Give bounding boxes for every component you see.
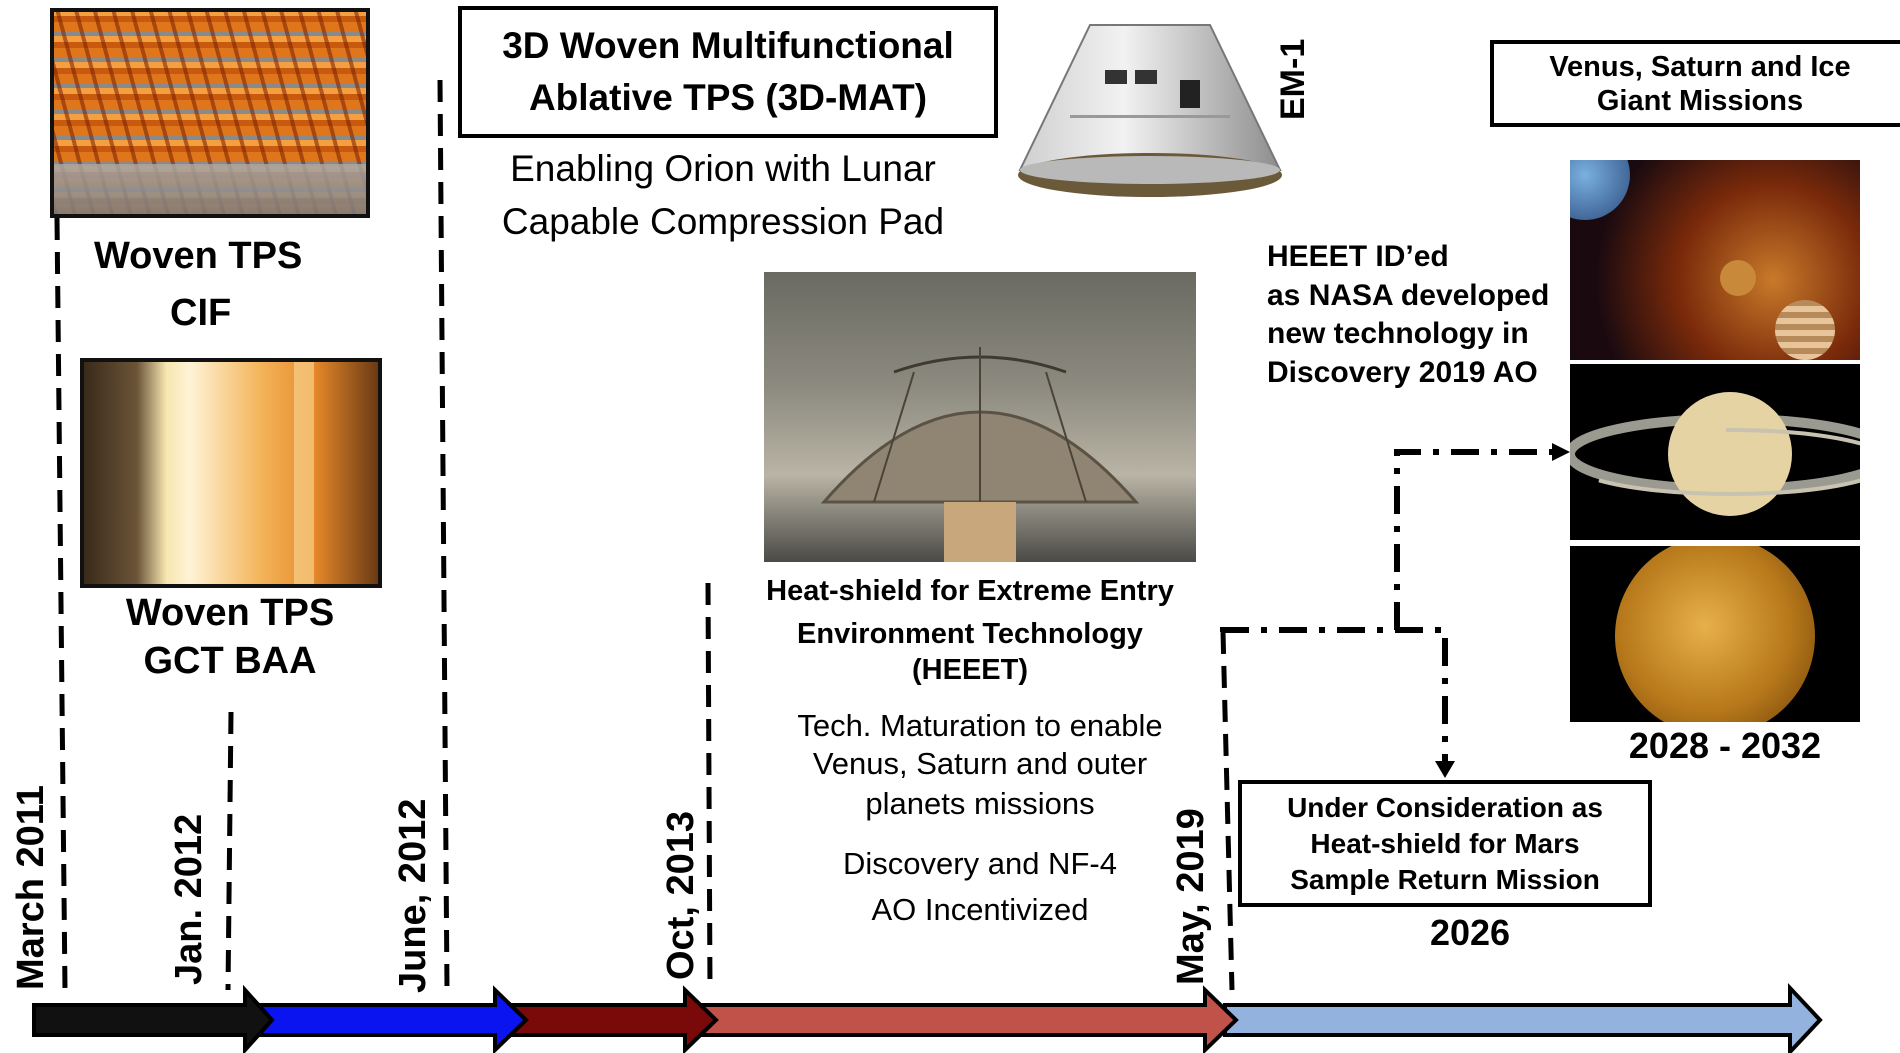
- dashed-line-oct-2013: [705, 582, 713, 991]
- venus-saturn-line2: Giant Missions: [1596, 84, 1804, 117]
- timeline-arrow-2: [246, 985, 529, 1053]
- dashed-line-may-2019: [1220, 631, 1235, 991]
- msr-line3: Sample Return Mission: [1290, 863, 1600, 895]
- solar-system-image: [1570, 160, 1860, 360]
- timeline-arrow-5: [1223, 982, 1823, 1053]
- heeet-description-line4: Discovery and NF-4: [843, 846, 1117, 881]
- mat3d-box-line1: 3D Woven Multifunctional: [502, 25, 954, 66]
- mat3d-description-line2: Capable Compression Pad: [501, 201, 945, 242]
- discovery-line2: as NASA developed: [1267, 279, 1550, 312]
- discovery-line4: Discovery 2019 AO: [1267, 356, 1538, 389]
- woven-gct-subtitle: GCT BAA: [143, 640, 317, 682]
- heeet-description-line5: AO Incentivized: [871, 892, 1089, 927]
- msr-year: 2026: [1429, 912, 1511, 953]
- saturn-image: [1570, 364, 1860, 540]
- em1-label: EM-1: [1274, 38, 1312, 120]
- mat3d-description-line1: Enabling Orion with Lunar: [510, 148, 936, 189]
- arrowhead-to-saturn: [1552, 443, 1570, 461]
- msr-line2: Heat-shield for Mars: [1310, 827, 1580, 859]
- date-label-june-2012: June, 2012: [392, 798, 434, 993]
- heeet-title-line1: Heat-shield for Extreme Entry: [766, 575, 1174, 607]
- date-label-jan-2012: Jan. 2012: [168, 813, 210, 985]
- heeet-title-line2: Environment Technology: [797, 618, 1143, 650]
- discovery-line1: HEEET ID’ed: [1267, 240, 1449, 273]
- mat3d-box: 3D Woven Multifunctional Ablative TPS (3…: [458, 6, 998, 138]
- timeline-arrow-4: [698, 985, 1239, 1053]
- woven-gct-title: Woven TPS: [125, 592, 335, 634]
- connector-line: [1220, 627, 1448, 763]
- woven-fabric-image: [50, 8, 370, 218]
- msr-line1: Under Consideration as: [1287, 791, 1603, 823]
- timeline-arrow-1: [32, 984, 275, 1053]
- discovery-line3: new technology in: [1267, 317, 1529, 350]
- dashed-line-june-2012: [437, 79, 450, 991]
- dashed-line-jan-2012: [225, 711, 234, 991]
- woven-cif-title: Woven TPS: [94, 235, 303, 277]
- orion-capsule-image: [1018, 24, 1282, 197]
- venus-saturn-line1: Venus, Saturn and Ice: [1549, 50, 1851, 83]
- arrowhead-to-msr: [1435, 761, 1455, 778]
- venus-image: [1570, 546, 1860, 722]
- arc-jet-test-image: [80, 358, 382, 588]
- heeet-description-line2: Venus, Saturn and outer: [812, 746, 1148, 781]
- date-label-oct-2013: Oct, 2013: [660, 811, 702, 980]
- woven-cif-subtitle: CIF: [170, 292, 232, 334]
- mat3d-box-line2: Ablative TPS (3D-MAT): [528, 77, 928, 118]
- date-label-march-2011: March 2011: [10, 785, 52, 990]
- heeet-title-line3: (HEEET): [912, 654, 1028, 686]
- venus-saturn-years: 2028 - 2032: [1628, 725, 1822, 766]
- timeline-arrow-3: [498, 985, 719, 1053]
- connector-line-to-saturn: [1394, 449, 1553, 630]
- dashed-line-march-2011: [54, 217, 68, 991]
- venus-saturn-box: Venus, Saturn and Ice Giant Missions: [1490, 40, 1900, 127]
- heeet-heatshield-image: [764, 272, 1196, 562]
- heeet-description-line3: planets missions: [865, 786, 1095, 821]
- msr-box: Under Consideration as Heat-shield for M…: [1238, 780, 1652, 907]
- heeet-description-line1: Tech. Maturation to enable: [797, 708, 1163, 743]
